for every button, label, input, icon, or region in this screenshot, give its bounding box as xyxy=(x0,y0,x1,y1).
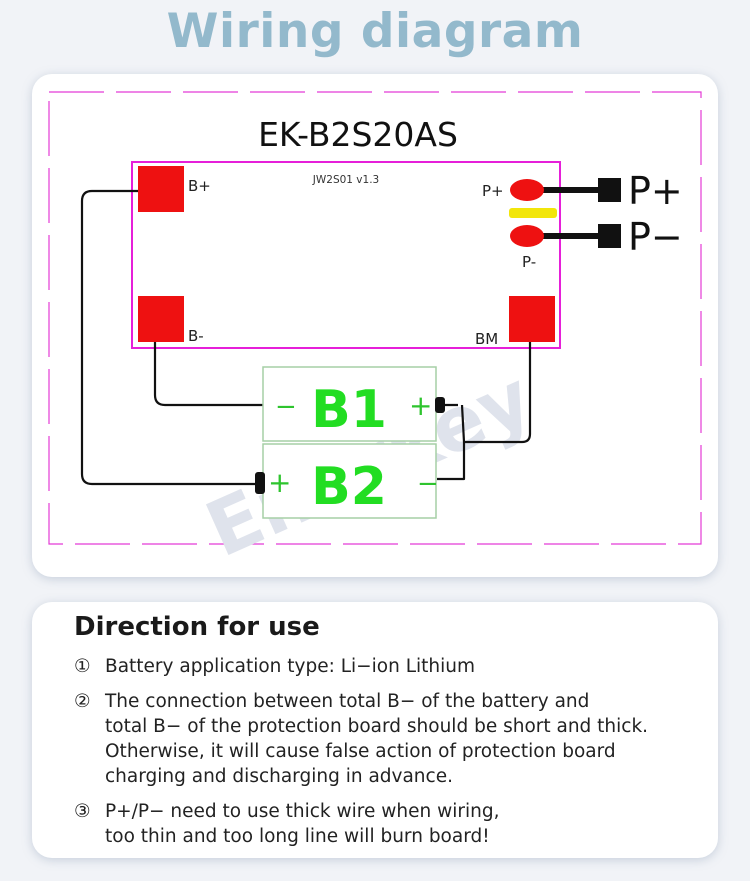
wire-b-plus xyxy=(80,189,260,486)
usage-item-number: ① xyxy=(74,656,91,677)
pad-b-minus xyxy=(138,296,184,342)
label-p-plus: P+ xyxy=(482,182,504,200)
usage-item-text: Battery application type: Li−ion Lithium xyxy=(105,656,476,677)
usage-item-1: ① Battery application type: Li−ion Lithi… xyxy=(74,654,475,679)
usage-heading: Direction for use xyxy=(74,612,320,642)
usage-item-number: ② xyxy=(74,691,91,712)
label-p-minus: P- xyxy=(522,253,536,271)
p-minus-terminal xyxy=(598,224,621,248)
wire-bm-lower xyxy=(437,442,466,481)
wire-b-minus xyxy=(153,332,272,407)
usage-card: Direction for use ① Battery application … xyxy=(32,602,718,858)
usage-item-2: ② The connection between total B− of the… xyxy=(74,689,648,787)
usage-item-3: ③ P+/P− need to use thick wire when wiri… xyxy=(74,799,499,847)
p-minus-wire xyxy=(522,233,600,239)
board-version: JW2S01 v1.3 xyxy=(312,174,379,186)
usage-item-text: The connection between total B− of the b… xyxy=(105,691,649,787)
pad-p-plus xyxy=(510,179,544,201)
pad-bm xyxy=(509,296,555,342)
page-title: Wiring diagram xyxy=(166,4,584,59)
model-title: EK-B2S20AS xyxy=(258,115,458,154)
fuse-bar xyxy=(509,208,557,218)
label-b-plus: B+ xyxy=(188,177,211,195)
b2-plus-connector xyxy=(255,472,265,494)
wiring-diagram-card: Enerkey EK-B2S20AS JW2S01 v1.3 P+ P− B+ xyxy=(32,74,718,577)
p-plus-wire xyxy=(522,187,600,193)
p-minus-output-label: P− xyxy=(628,215,683,259)
usage-item-text: P+/P− need to use thick wire when wiring… xyxy=(105,801,500,847)
cell-b1-minus: − xyxy=(275,392,297,422)
label-bm: BM xyxy=(475,330,498,348)
cell-b2 xyxy=(262,443,437,519)
pad-b-plus xyxy=(138,166,184,212)
p-plus-output-label: P+ xyxy=(628,169,683,213)
usage-item-number: ③ xyxy=(74,801,91,822)
p-plus-terminal xyxy=(598,178,621,202)
wire-bm-upper xyxy=(460,322,532,444)
cell-b2-plus: + xyxy=(268,466,291,499)
pad-p-minus xyxy=(510,225,544,247)
pcb-board xyxy=(131,161,561,349)
cell-b1-name: B1 xyxy=(311,380,387,440)
cell-b2-minus: − xyxy=(417,469,439,499)
b1-plus-connector xyxy=(435,397,445,413)
cell-b2-name: B2 xyxy=(311,457,387,517)
cell-b1-plus: + xyxy=(409,389,432,422)
label-b-minus: B- xyxy=(188,327,204,345)
outer-frame xyxy=(48,91,702,545)
wiring-diagram: Enerkey EK-B2S20AS JW2S01 v1.3 P+ P− B+ xyxy=(48,91,702,574)
